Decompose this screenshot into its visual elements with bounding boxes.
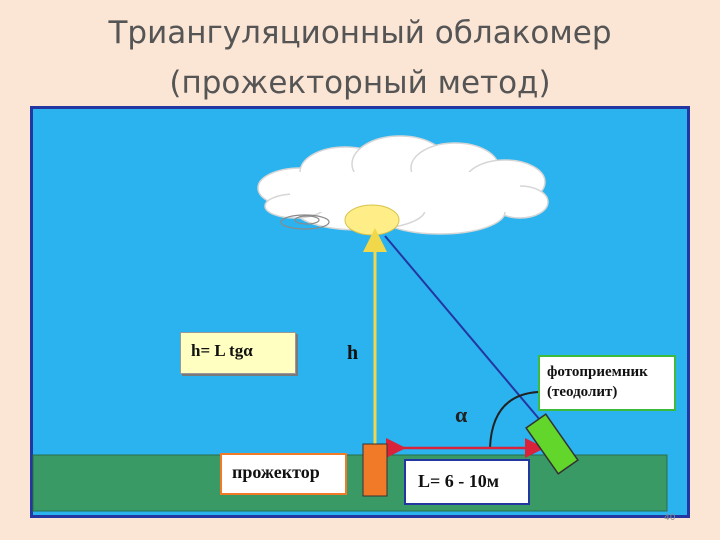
slide-number: 40 [664,513,676,523]
receiver-label-line-2: (теодолит) [547,384,618,400]
title-line-2: (прожекторный метод) [169,65,551,101]
projector [362,443,388,497]
cloud-swirl [280,214,330,230]
receiver-label-line-1: фотоприемник [547,364,648,380]
sight-line [384,235,541,421]
title-line-1: Триангуляционный облакомер [108,15,612,51]
projector-label: прожектор [220,453,347,495]
slide-title: Триангуляционный облакомер (прожекторный… [0,8,720,108]
height-label: h [347,342,359,364]
light-spot [344,204,400,236]
receiver-label: фотоприемник (теодолит) [538,355,676,411]
formula-box: h= L tgα [180,332,296,374]
cloud [257,135,549,235]
distance-label: L= 6 - 10м [404,459,530,505]
receiver [525,413,579,475]
angle-arc [489,391,539,449]
angle-label: α [455,402,468,427]
